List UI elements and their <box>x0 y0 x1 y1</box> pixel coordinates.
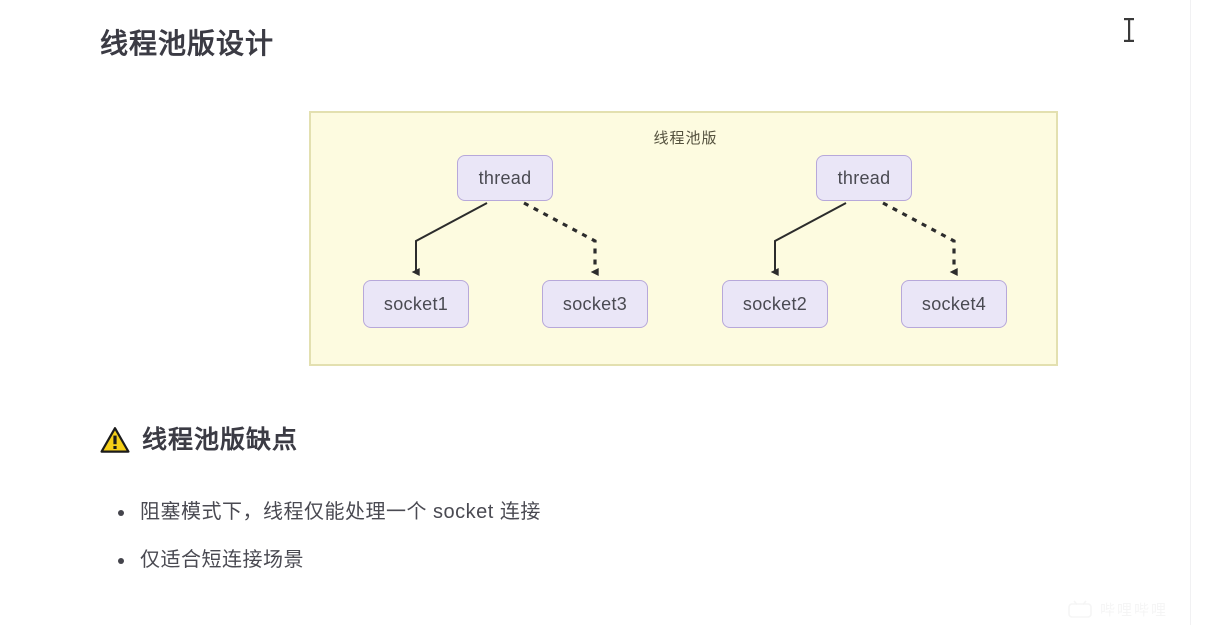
edge-thread2-socket2 <box>770 202 847 276</box>
edge-thread1-socket1 <box>411 202 488 276</box>
diagram-caption: 线程池版 <box>653 130 718 147</box>
page-title: 线程池版设计 <box>100 28 275 59</box>
diagram-edges <box>411 201 958 276</box>
diagram-node-thread-1: thread <box>457 155 553 201</box>
text-ibeam-cursor <box>1124 18 1134 42</box>
diagram-node-thread-2: thread <box>816 155 912 201</box>
disadvantages-list: 阻塞模式下，线程仅能处理一个 socket 连接 仅适合短连接场景 <box>100 488 541 584</box>
warning-heading-text: 线程池版缺点 <box>142 426 299 454</box>
document-right-edge <box>1190 0 1191 625</box>
warning-triangle-icon <box>100 427 130 453</box>
list-item: 仅适合短连接场景 <box>118 536 541 584</box>
watermark: 哔哩哔哩 <box>1068 598 1186 620</box>
thread-pool-diagram: 线程池版 thread thread socket1 socket3 socke… <box>309 111 1058 366</box>
edge-thread1-socket3 <box>523 201 599 276</box>
watermark-text: 哔哩哔哩 <box>1100 601 1169 619</box>
warning-heading: 线程池版缺点 <box>100 425 298 455</box>
edge-thread2-socket4 <box>882 201 958 276</box>
list-item: 阻塞模式下，线程仅能处理一个 socket 连接 <box>118 488 541 536</box>
diagram-node-socket-3: socket3 <box>542 280 648 328</box>
diagram-node-socket-1: socket1 <box>363 280 469 328</box>
tv-logo-icon <box>1068 600 1092 618</box>
diagram-node-socket-4: socket4 <box>901 280 1007 328</box>
diagram-node-socket-2: socket2 <box>722 280 828 328</box>
